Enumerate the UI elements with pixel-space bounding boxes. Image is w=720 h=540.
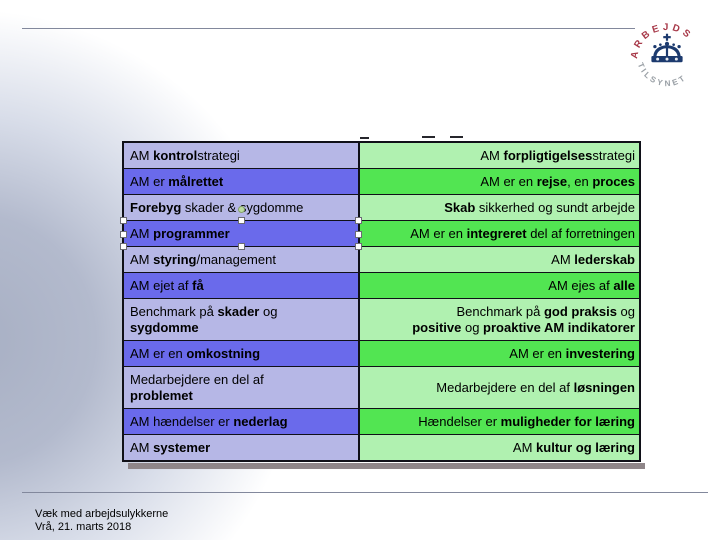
right-cell[interactable]: Skab sikkerhed og sundt arbejde (360, 195, 639, 220)
right-cell[interactable]: AM lederskab (360, 247, 639, 272)
cell-text: AM lederskab (551, 251, 635, 267)
table-row: AM kontrolstrategi AM forpligtigelsesstra… (124, 143, 639, 169)
right-cell[interactable]: Hændelser er muligheder for læring (360, 409, 639, 434)
stray-dash-mark (360, 137, 369, 139)
stray-dash-mark (422, 136, 435, 138)
footer-place-date: Vrå, 21. marts 2018 (35, 521, 132, 533)
selection-handle[interactable] (355, 217, 362, 224)
cell-text: AM kontrolstrategi (130, 147, 240, 163)
right-cell[interactable]: AM kultur og læring (360, 435, 639, 460)
table-row: AM ejet af få AM ejes af alle (124, 273, 639, 299)
left-cell[interactable]: AM systemer (124, 435, 360, 460)
cell-text: AM hændelser er nederlag (130, 413, 288, 429)
comparison-table: AM kontrolstrategi AM forpligtigelsesstra… (120, 141, 641, 462)
arbejdstilsynet-logo: ARBEJDS TILSYNET (628, 11, 706, 97)
stray-dash-mark (450, 136, 463, 138)
selection-handle[interactable] (120, 230, 127, 238)
cell-text: AM er en integreret del af forretningen (410, 225, 635, 241)
table-row: AM hændelser er nederlag Hændelser er mul… (124, 409, 639, 435)
selection-handle[interactable] (355, 243, 362, 250)
table-row: AM er en omkostning AM er en investering (124, 341, 639, 367)
footer-title: Væk med arbejdsulykkerne (35, 508, 169, 520)
logo-bottom-text: TILSYNET (636, 61, 686, 88)
right-cell[interactable]: AM er en investering (360, 341, 639, 366)
crown-icon (651, 33, 683, 63)
cell-text: AM systemer (130, 439, 211, 455)
table-row: Forebyg skader & sygdomme Skab sikkerhed … (124, 195, 639, 221)
right-cell[interactable]: AM er en rejse, en proces (360, 169, 639, 194)
left-cell[interactable]: AM er en omkostning (124, 341, 360, 366)
cell-text: AM ejes af alle (548, 277, 635, 293)
selection-handle[interactable] (120, 243, 127, 250)
right-cell[interactable]: AM ejes af alle (360, 273, 639, 298)
crown-logo-icon: ARBEJDS TILSYNET (629, 22, 695, 88)
cell-text: AM programmer (130, 225, 230, 241)
table-drop-shadow (128, 463, 645, 469)
selection-handle[interactable] (238, 243, 245, 250)
left-cell[interactable]: AM ejet af få (124, 273, 360, 298)
cell-text: AM er en investering (509, 345, 635, 361)
left-cell[interactable]: AM hændelser er nederlag (124, 409, 360, 434)
cell-text: Hændelser er muligheder for læring (418, 413, 635, 429)
cell-text: AM er en rejse, en proces (480, 173, 635, 189)
rotation-handle[interactable] (238, 206, 245, 213)
cell-text: AM er en omkostning (130, 345, 261, 361)
cell-text: Skab sikkerhed og sundt arbejde (444, 199, 635, 215)
svg-text:ARBEJDS: ARBEJDS (629, 22, 695, 60)
cell-text: Forebyg skader & sygdomme (130, 199, 304, 215)
left-cell[interactable]: AM programmer (120, 206, 362, 250)
table-row: AM styring/management AM lederskab (124, 247, 639, 273)
cell-text: AM kultur og læring (512, 439, 635, 455)
bottom-divider-line (22, 492, 708, 493)
right-cell[interactable]: AM er en integreret del af forretningen (360, 221, 639, 246)
table-row: AM er målrettet AM er en rejse, en proces (124, 169, 639, 195)
svg-text:TILSYNET: TILSYNET (636, 61, 689, 88)
selection-handle[interactable] (120, 217, 127, 224)
slide-footer: Væk med arbejdsulykkerne Vrå, 21. marts … (35, 508, 168, 534)
right-cell[interactable]: Medarbejdere en del af løsningen (360, 367, 639, 408)
left-cell[interactable]: AM styring/management (124, 247, 360, 272)
selection-handle[interactable] (238, 217, 245, 224)
top-divider-line (22, 28, 635, 29)
cell-text: AM styring/management (130, 251, 276, 267)
table-row: AM systemer AM kultur og læring (124, 435, 639, 460)
right-cell[interactable]: AM forpligtigelsesstrategi (360, 143, 639, 168)
cell-text: AM forpligtigelsesstrategi (480, 147, 635, 163)
table-row: AM programmer AM er en integreret del af … (120, 206, 639, 250)
logo-top-text: ARBEJDS (629, 22, 691, 60)
left-cell[interactable]: AM kontrolstrategi (124, 143, 360, 168)
cell-text: AM ejet af få (130, 277, 204, 293)
selection-handle[interactable] (355, 230, 362, 238)
left-cell[interactable]: AM er målrettet (124, 169, 360, 194)
cell-text: Medarbejdere en del af løsningen (436, 379, 635, 395)
cell-text: AM er målrettet (130, 173, 224, 189)
